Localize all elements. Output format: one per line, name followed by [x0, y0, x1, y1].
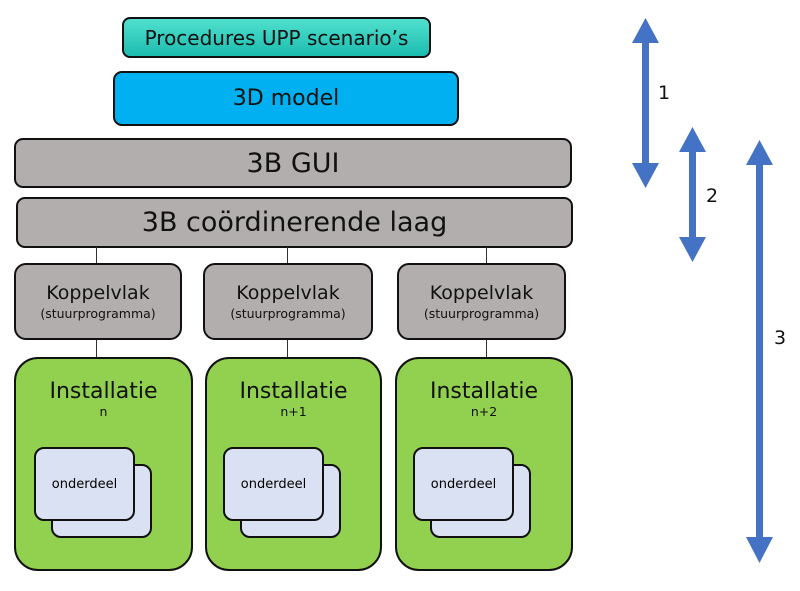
interface-box-n-plus-2: Koppelvlak (stuurprogramma)	[397, 263, 566, 340]
interface-title: Koppelvlak	[236, 281, 340, 304]
double-arrow-1-icon	[632, 18, 659, 188]
interface-box-n: Koppelvlak (stuurprogramma)	[14, 263, 182, 340]
installation-title: Installatie	[239, 379, 348, 404]
part-label: onderdeel	[51, 476, 118, 492]
connector-line	[287, 247, 288, 264]
connector-line	[96, 247, 97, 264]
installation-index: n	[99, 404, 108, 419]
double-arrow-2-icon	[679, 127, 706, 262]
connector-line	[96, 339, 97, 358]
interface-title: Koppelvlak	[46, 281, 150, 304]
procedures-label: Procedures UPP scenario’s	[144, 25, 409, 50]
double-arrow-3-icon	[746, 140, 773, 563]
interface-subtitle: (stuurprogramma)	[40, 305, 156, 321]
installation-index: n+1	[280, 404, 307, 419]
part-card: onderdeel	[223, 447, 324, 521]
3d-model-label: 3D model	[232, 86, 340, 111]
part-label: onderdeel	[240, 476, 307, 492]
procedures-upp-scenarios-box: Procedures UPP scenario’s	[122, 17, 431, 58]
interface-title: Koppelvlak	[429, 281, 534, 304]
arrow-label-2: 2	[706, 185, 719, 207]
installation-title: Installatie	[49, 379, 158, 404]
interface-subtitle: (stuurprogramma)	[230, 305, 346, 321]
connector-line	[287, 339, 288, 358]
interface-subtitle: (stuurprogramma)	[423, 305, 540, 321]
installation-index: n+2	[470, 404, 498, 419]
part-card: onderdeel	[34, 447, 135, 521]
part-label: onderdeel	[430, 476, 497, 492]
part-card: onderdeel	[413, 447, 514, 521]
3b-gui-box: 3B GUI	[14, 138, 572, 188]
coordination-layer-label: 3B coördinerende laag	[141, 207, 448, 238]
interface-box-n-plus-1: Koppelvlak (stuurprogramma)	[203, 263, 373, 340]
arrow-label-3: 3	[774, 327, 787, 349]
3b-coordination-layer-box: 3B coördinerende laag	[16, 197, 573, 248]
connector-line	[486, 247, 487, 264]
connector-line	[486, 339, 487, 358]
3d-model-box: 3D model	[113, 71, 459, 126]
3b-gui-label: 3B GUI	[246, 147, 340, 179]
arrow-label-1: 1	[658, 82, 671, 104]
installation-title: Installatie	[430, 379, 538, 404]
